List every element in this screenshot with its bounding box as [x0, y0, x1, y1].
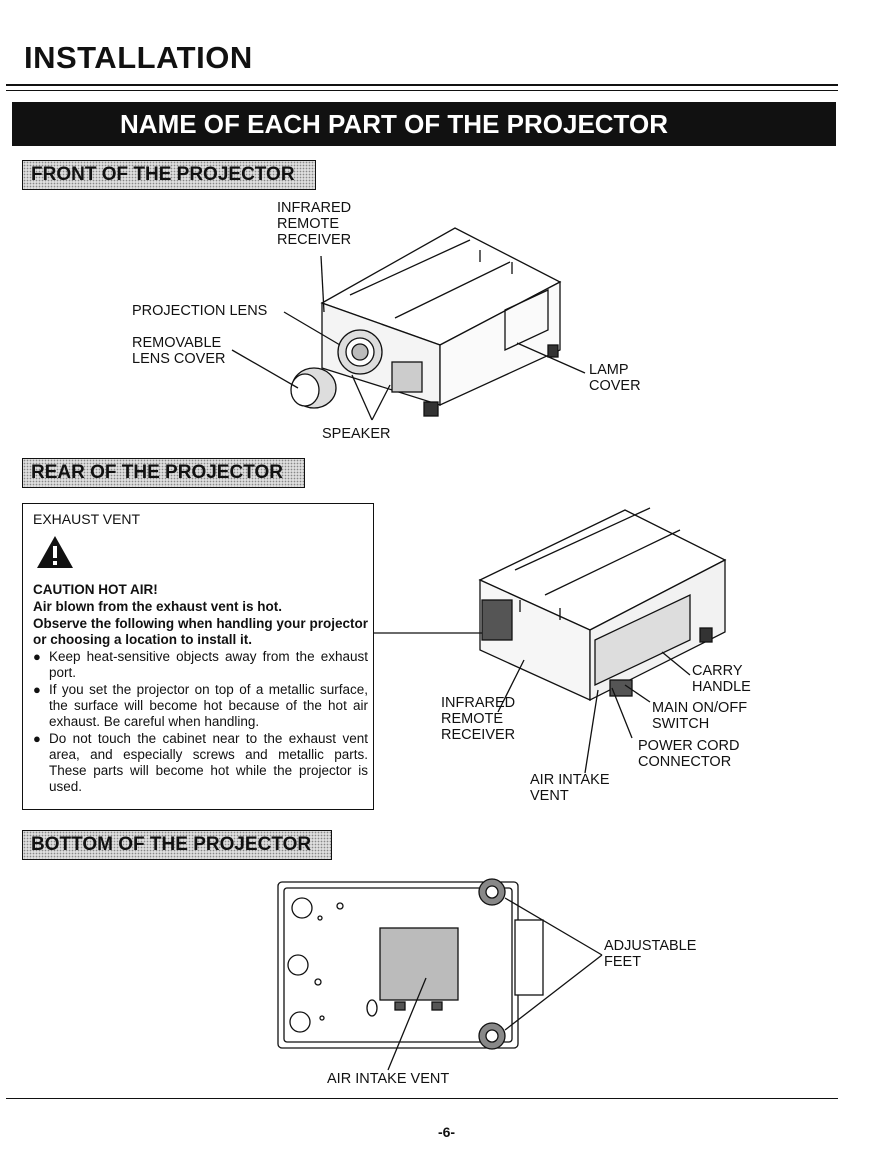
- header-rule-thin: [6, 90, 838, 91]
- front-section-header: FRONT OF THE PROJECTOR: [22, 160, 316, 190]
- caution-bullet-2: If you set the projector on top of a met…: [33, 682, 368, 730]
- label-speaker: SPEAKER: [322, 426, 391, 442]
- caution-bullet-1: Keep heat-sensitive objects away from th…: [33, 649, 368, 681]
- label-lens-cover: REMOVABLE LENS COVER: [132, 335, 226, 367]
- section-banner: NAME OF EACH PART OF THE PROJECTOR: [12, 102, 836, 146]
- warning-triangle-icon: [37, 536, 73, 568]
- label-air-intake-rear: AIR INTAKE VENT: [530, 772, 610, 804]
- label-power-cord: POWER CORD CONNECTOR: [638, 738, 740, 770]
- label-adjustable-feet: ADJUSTABLE FEET: [604, 938, 697, 970]
- rear-section-header: REAR OF THE PROJECTOR: [22, 458, 305, 488]
- label-infrared-front: INFRARED REMOTE RECEIVER: [277, 200, 352, 248]
- label-lamp-cover: LAMP COVER: [589, 362, 641, 394]
- caution-box: EXHAUST VENT CAUTION HOT AIR! Air blown …: [22, 503, 374, 810]
- label-exhaust-vent: EXHAUST VENT: [33, 511, 141, 527]
- label-carry-handle: CARRY HANDLE: [692, 663, 751, 695]
- caution-line2: Observe the following when handling your…: [33, 616, 368, 647]
- caution-bullet-3: Do not touch the cabinet near to the exh…: [33, 731, 368, 795]
- banner-title: NAME OF EACH PART OF THE PROJECTOR: [120, 108, 668, 139]
- page-number: -6-: [437, 1124, 456, 1140]
- label-infrared-rear: INFRARED REMOTE RECEIVER: [441, 695, 516, 743]
- page-title: INSTALLATION: [24, 40, 253, 75]
- label-main-switch: MAIN ON/OFF SWITCH: [652, 700, 748, 732]
- bottom-section-header: BOTTOM OF THE PROJECTOR: [22, 830, 332, 860]
- caution-line1: Air blown from the exhaust vent is hot.: [33, 599, 283, 614]
- header-rule: [6, 84, 838, 86]
- footer-rule: [6, 1098, 838, 1099]
- label-projection-lens: PROJECTION LENS: [132, 303, 268, 319]
- caution-title: CAUTION HOT AIR!: [33, 582, 158, 597]
- label-air-intake-bottom: AIR INTAKE VENT: [327, 1071, 450, 1087]
